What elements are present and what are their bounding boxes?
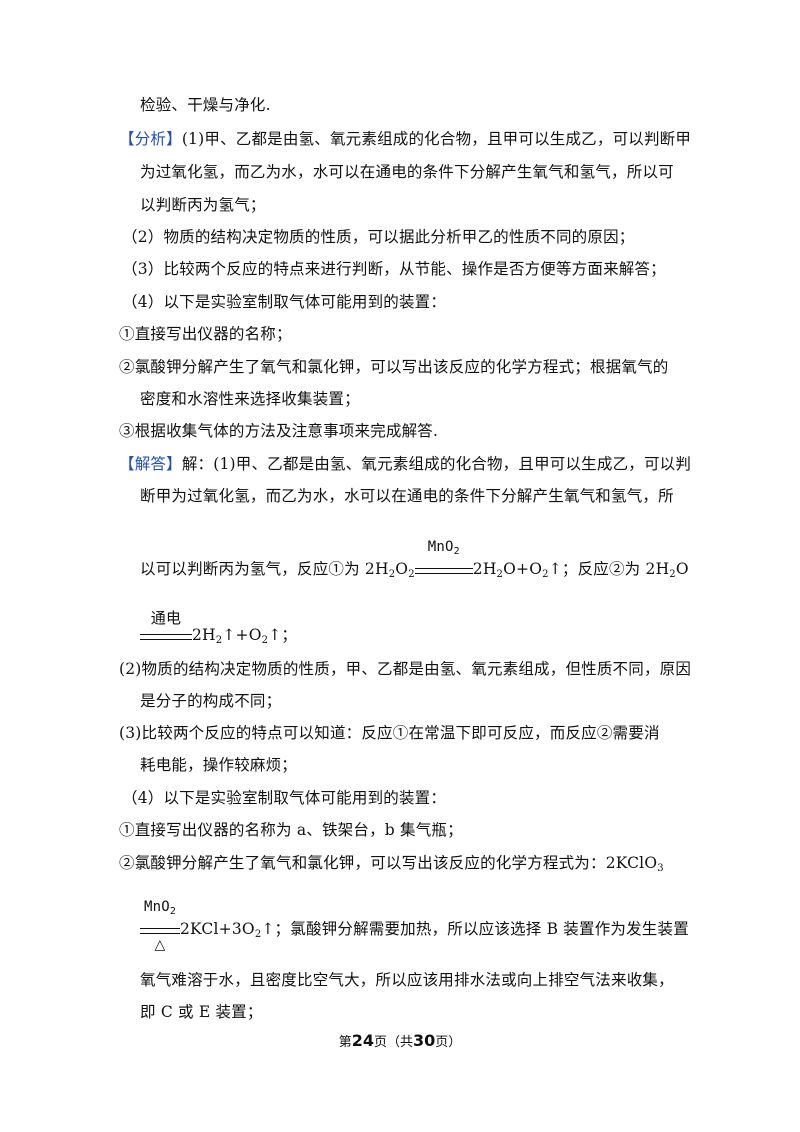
page-number: 24	[351, 1031, 374, 1050]
subscript: 2	[669, 569, 676, 580]
text-span: 解：(1)甲、乙都是由氢、氧元素组成的化合物，且甲可以生成乙，可以判	[181, 455, 692, 473]
text-span: 2KCl+3O	[180, 920, 255, 938]
catalyst-label: MnO2	[143, 899, 177, 917]
text-line: ③根据收集气体的方法及注意事项来完成解答.	[119, 422, 439, 440]
text-line: （2）物质的结构决定物质的性质，可以据此分析甲乙的性质不同的原因；	[122, 228, 635, 246]
equals-bar	[140, 634, 192, 640]
text-span: (1)甲、乙都是由氢、氧元素组成的化合物，且甲可以生成乙，可以判断甲	[181, 130, 692, 148]
text-span: 2H	[472, 560, 497, 578]
subscript: 2	[254, 929, 262, 940]
text-line: 密度和水溶性来选择收集装置；	[140, 390, 360, 408]
text-line: (2)物质的结构决定物质的性质，甲、乙都是由氢、氧元素组成，但性质不同，原因	[119, 660, 692, 678]
text-line: 即 C 或 E 装置；	[140, 1003, 263, 1021]
reaction-arrow: 通电	[140, 610, 192, 640]
text-span: O	[395, 560, 409, 578]
subscript: 2	[496, 569, 504, 580]
equals-bar	[140, 928, 180, 934]
text-span: ↑；反应②为 2H	[548, 560, 670, 578]
text-line: （3）比较两个反应的特点来进行判断，从节能、操作是否方便等方面来解答；	[122, 260, 666, 278]
text-line: （4）以下是实验室制取气体可能用到的装置：	[122, 789, 447, 807]
text-line: 【分析】(1)甲、乙都是由氢、氧元素组成的化合物，且甲可以生成乙，可以判断甲	[119, 128, 691, 150]
text-line: 检验、干燥与净化.	[140, 96, 271, 114]
subscript: 2	[261, 635, 269, 646]
subscript: 3	[657, 863, 664, 874]
heat-symbol: △	[154, 937, 166, 953]
page-footer: 第24页（共30页）	[0, 1031, 800, 1050]
text-span: ↑；	[268, 626, 298, 644]
text-span: ↑+O	[222, 626, 262, 644]
text-line: ②氯酸钾分解产生了氧气和氯化钾，可以写出该反应的化学方程式为：2KClO3	[119, 852, 664, 880]
condition-label: 通电	[150, 609, 182, 627]
text-line: (3)比较两个反应的特点可以知道：反应①在常温下即可反应，而反应②需要消	[119, 724, 660, 742]
text-span: ↑；氯酸钾分解需要加热，所以应该选择 B 装置作为发生装置	[261, 920, 689, 938]
total-pages: 30	[413, 1031, 436, 1050]
subscript: 2	[215, 635, 223, 646]
text-line: ②氯酸钾分解产生了氧气和氯化钾，可以写出该反应的化学方程式；根据氧气的	[119, 358, 669, 376]
footer-text: 页）	[435, 1035, 462, 1050]
catalyst-label: MnO2	[427, 539, 460, 557]
subscript: 2	[542, 569, 549, 580]
text-line: ①直接写出仪器的名称；	[119, 325, 292, 343]
text-line: 【解答】解：(1)甲、乙都是由氢、氧元素组成的化合物，且甲可以生成乙，可以判	[119, 453, 691, 475]
analysis-tag: 【分析】	[119, 130, 182, 148]
equation-line: MnO2 △ 2KCl+3O2↑；氯酸钾分解需要加热，所以应该选择 B 装置作为发生…	[140, 899, 689, 952]
text-line: 断甲为过氧化氢，而乙为水，水可以在通电的条件下分解产生氧气和氢气，所	[140, 487, 674, 505]
text-line: 耗电能，操作较麻烦；	[140, 756, 298, 774]
text-span: 以可以判断丙为氢气，反应①为 2H	[140, 560, 389, 578]
text-line: （4）以下是实验室制取气体可能用到的装置：	[122, 293, 447, 311]
reaction-arrow: MnO2 △	[140, 899, 180, 952]
text-line: 为过氧化氢，而乙为水，水可以在通电的条件下分解产生氧气和氢气，所以可	[140, 163, 674, 181]
subscript: 2	[408, 569, 415, 580]
footer-text: 第	[338, 1035, 352, 1050]
text-span: ②氯酸钾分解产生了氧气和氯化钾，可以写出该反应的化学方程式为：2KClO	[119, 854, 658, 872]
footer-text: 页（共	[373, 1035, 413, 1050]
reaction-arrow: MnO2	[414, 539, 473, 574]
answer-tag: 【解答】	[119, 455, 182, 473]
text-line: 以判断丙为氢气；	[140, 196, 266, 214]
text-line: 是分子的构成不同；	[140, 692, 282, 710]
text-line: 氧气难溶于水，且密度比空气大，所以应该用排水法或向上排空气法来收集，	[140, 971, 674, 989]
text-span: O	[675, 560, 689, 578]
text-line: ①直接写出仪器的名称为 a、铁架台，b 集气瓶；	[119, 821, 463, 839]
text-span: 2H	[192, 626, 216, 644]
subscript: 2	[388, 569, 396, 580]
text-span: O+O	[503, 560, 543, 578]
equals-bar	[414, 568, 473, 574]
